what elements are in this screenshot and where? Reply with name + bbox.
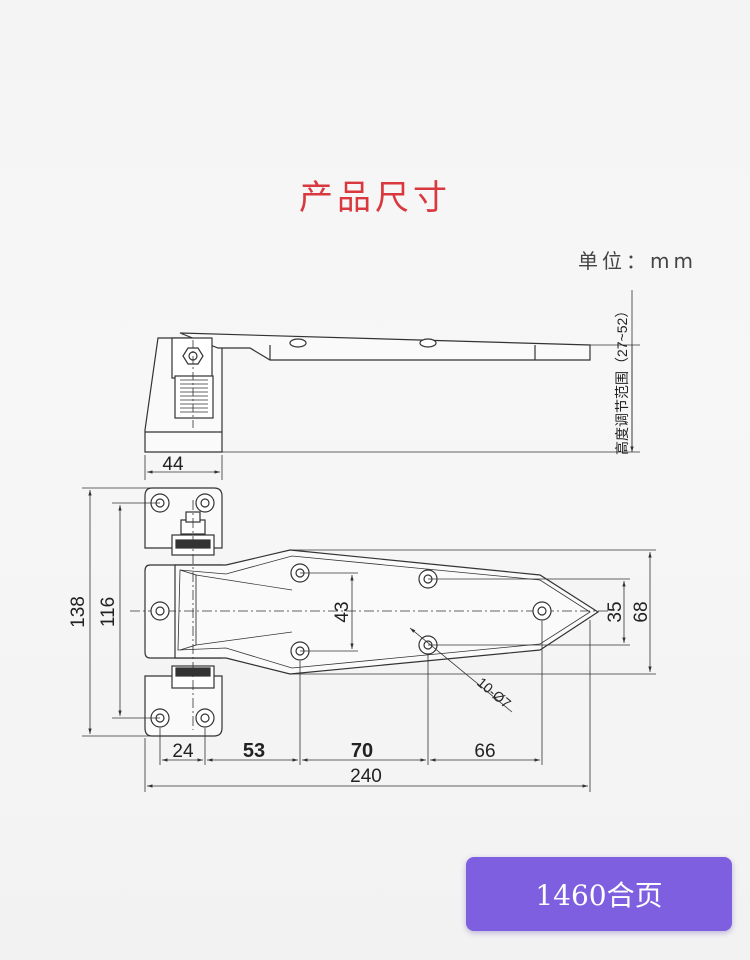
dim-spacing-24: 24 — [172, 741, 194, 762]
height-range-label: 高度调节范围（27~52） — [614, 304, 630, 455]
side-thread-block — [174, 375, 214, 419]
dim-spacing-53: 53 — [243, 740, 265, 762]
dim-hole-spacing-height: 116 — [98, 597, 119, 627]
hole — [195, 493, 215, 513]
dim-spacing-66: 66 — [474, 741, 495, 762]
side-arm-hole — [419, 338, 437, 348]
front-view — [82, 487, 656, 792]
side-view — [144, 290, 640, 480]
page-title: 产品尺寸 — [299, 178, 451, 218]
dim-tip-35: 35 — [605, 601, 626, 622]
hinge-strap — [174, 549, 600, 675]
strap-inner-outline — [177, 555, 591, 669]
side-arm-hole — [289, 338, 307, 348]
dim-inner-43: 43 — [332, 601, 353, 622]
dim-strap-68: 68 — [631, 601, 652, 622]
side-width-label: 44 — [162, 454, 184, 475]
product-model-label: 1460合页 — [535, 879, 663, 912]
hole — [532, 601, 552, 621]
side-thread-lines — [180, 379, 208, 413]
product-model-badge: 1460合页 — [466, 857, 732, 931]
dim-overall-height: 138 — [68, 596, 89, 628]
dim-overall-length: 240 — [350, 766, 382, 787]
hole-callout-label: 10-Ø7 — [474, 674, 514, 711]
hole — [195, 708, 215, 728]
side-arm — [179, 332, 591, 361]
hole — [150, 601, 170, 621]
unit-label: 单位：mm — [578, 249, 697, 273]
dim-spacing-70: 70 — [351, 740, 373, 762]
